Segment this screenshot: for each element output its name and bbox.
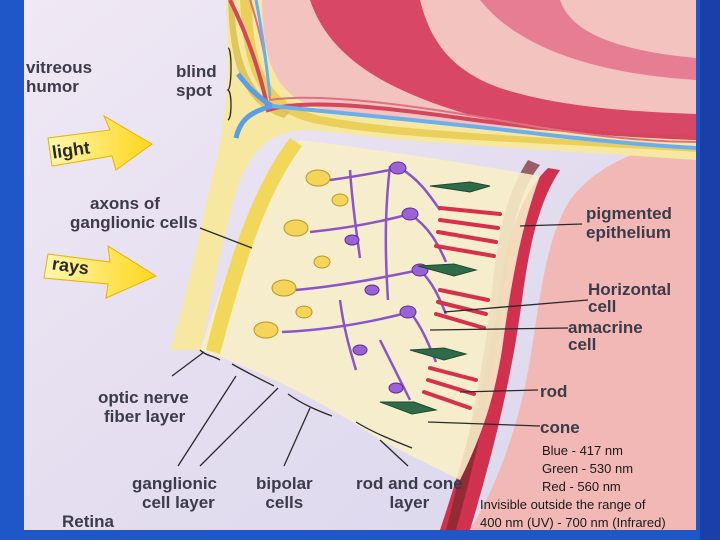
label-cone: cone [540,418,580,437]
wavelength-blue: Blue - 417 nm [542,443,623,458]
label-vitreous-humor: vitreous humor [26,58,92,96]
label-vitreous-line2: humor [26,77,79,96]
label-pigmented-line1: pigmented [586,204,672,223]
layer-braces [199,349,413,449]
label-ganglionic-cell-layer: ganglionic cell layer [132,474,217,512]
label-horizontal-line2: cell [588,297,617,316]
label-bipolar-line2: cells [265,493,304,512]
bipolar-leader [283,407,311,467]
wavelength-note-line1: Invisible outside the range of [480,497,646,512]
wavelength-note-line2: 400 nm (UV) - 700 nm (Infrared) [480,515,666,530]
label-axons-line1: axons of [90,194,160,213]
sclera-layer [470,140,696,530]
label-bipolar-cells: bipolar cells [256,474,313,512]
label-axons: axons of ganglionic cells [70,194,198,232]
label-optic-nerve-fiber-layer: optic nerve fiber layer [98,388,189,426]
label-rod-cone-line1: rod and cone [356,474,463,493]
label-blind-spot: blind spot [176,62,217,100]
amacrine-leader [429,327,569,331]
label-optic-line2: fiber layer [104,407,186,426]
wavelength-red: Red - 560 nm [542,479,621,494]
ganglionic-leader-2 [199,387,279,467]
label-axons-line2: ganglionic cells [70,213,198,232]
label-rod: rod [540,382,568,401]
label-pigmented-line2: epithelium [586,223,672,242]
wavelength-info: Blue - 417 nm Green - 530 nm Red - 560 n… [480,442,692,532]
wavelength-green: Green - 530 nm [542,461,634,476]
rays-arrow [43,245,158,299]
label-ganglionic-line1: ganglionic [132,474,217,493]
blind-spot-brace [226,47,232,121]
label-retina: Retina [62,512,114,531]
red-vessel [228,0,697,140]
ganglion-cells [253,169,349,339]
label-amacrine-line2: cell [568,335,597,354]
rod-cone-leader [379,439,409,467]
horizontal-leader [443,299,589,313]
inner-limiting-band [206,138,302,354]
cone-cells [379,181,491,415]
slide-right-strip [700,0,720,540]
leader-lines [171,47,589,467]
label-amacrine-cell: amacrine cell [568,318,643,354]
bipolar-cell-bodies [344,161,429,394]
blue-vessel [271,104,697,150]
outer-red-layer [310,0,696,150]
label-rod-cone-line2: layer [389,493,430,512]
label-bipolar-line1: bipolar [256,474,313,493]
axons-leader [199,227,253,249]
label-optic-line1: optic nerve [98,388,189,407]
pigmented-leader [519,223,583,227]
label-blind-spot-line2: spot [176,81,212,100]
label-ganglionic-line2: cell layer [142,493,215,512]
label-blind-spot-line1: blind [176,62,217,81]
optic-leader [171,351,205,377]
label-amacrine-line1: amacrine [568,318,643,337]
label-pigmented-epithelium: pigmented epithelium [586,204,672,242]
rod-leader [459,389,539,393]
label-horizontal-cell: Horizontal cell [588,280,671,316]
light-arrow [47,114,153,171]
cone-leader [427,421,541,427]
ganglionic-leader-1 [177,375,237,467]
label-rod-cone-layer: rod and cone layer [356,474,463,512]
label-vitreous-line1: vitreous [26,58,93,77]
rod-cells [422,206,502,410]
outer-red-band [480,0,696,80]
blue-vessel-up [254,0,272,97]
label-horizontal-line1: Horizontal [588,280,672,299]
bipolar-cells [281,165,448,401]
